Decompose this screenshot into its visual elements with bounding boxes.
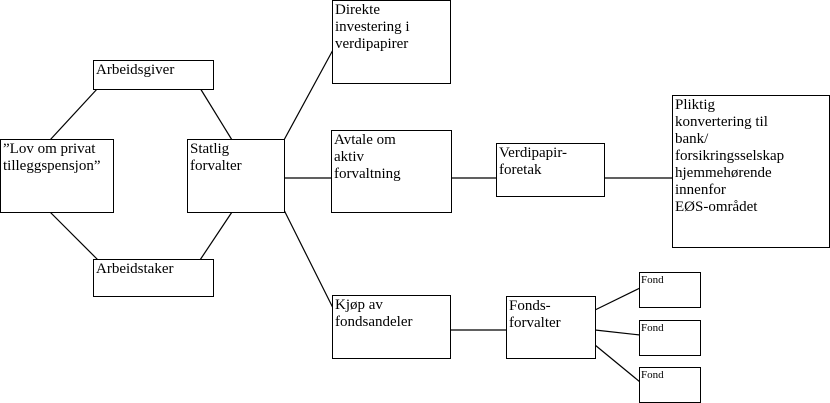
node-fond-1: Fond bbox=[639, 272, 701, 308]
node-verdipapirforetak: Verdipapir- foretak bbox=[496, 143, 605, 197]
node-arbeidstaker: Arbeidstaker bbox=[93, 259, 214, 297]
node-direkte-investering: Direkte investering i verdipapirer bbox=[332, 0, 451, 84]
node-statlig-forvalter: Statlig forvalter bbox=[187, 139, 285, 213]
node-arbeidsgiver: Arbeidsgiver bbox=[93, 60, 214, 90]
connector-statlig-kjop bbox=[283, 209, 335, 311]
connector-fondsforvalter-fond-2 bbox=[594, 329, 641, 336]
node-lov: ”Lov om privat tilleggspensjon” bbox=[0, 139, 114, 213]
node-pliktig-konvertering: Pliktig konvertering til bank/ forsikrin… bbox=[672, 95, 830, 248]
connector-lov-arbeidstaker bbox=[49, 211, 99, 261]
connector-arbeidstaker-statlig bbox=[199, 211, 233, 261]
node-avtale-om-aktiv-forvaltning: Avtale om aktiv forvaltning bbox=[331, 130, 452, 213]
connector-fondsforvalter-fond-3 bbox=[594, 344, 641, 383]
connector-lov-arbeidsgiver bbox=[49, 87, 99, 141]
node-fondsforvalter: Fonds- forvalter bbox=[506, 296, 596, 359]
node-fond-2: Fond bbox=[639, 320, 701, 356]
node-kjop-av-fondsandeler: Kjøp av fondsandeler bbox=[332, 295, 451, 359]
connector-arbeidsgiver-statlig bbox=[199, 87, 233, 141]
connector-statlig-direkte bbox=[283, 47, 335, 141]
connector-fondsforvalter-fond-1 bbox=[594, 287, 641, 311]
node-fond-3: Fond bbox=[639, 367, 701, 403]
